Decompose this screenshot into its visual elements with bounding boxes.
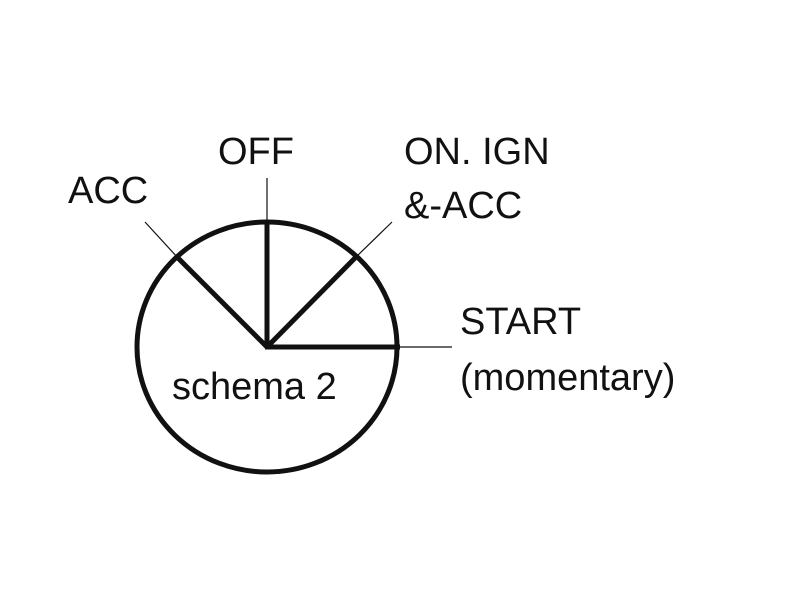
on-leader-line — [354, 221, 393, 259]
start-label-line1: START — [460, 301, 581, 343]
acc-position-line — [176, 256, 269, 349]
schema-caption: schema 2 — [172, 366, 337, 408]
acc-label: ACC — [68, 170, 148, 212]
on-position-line — [265, 256, 357, 349]
acc-leader-line — [144, 221, 179, 259]
on-label-line1: ON. IGN — [404, 131, 550, 173]
on-label-line2: &-ACC — [404, 185, 522, 227]
off-label: OFF — [218, 131, 294, 173]
start-label-line2: (momentary) — [460, 357, 675, 399]
